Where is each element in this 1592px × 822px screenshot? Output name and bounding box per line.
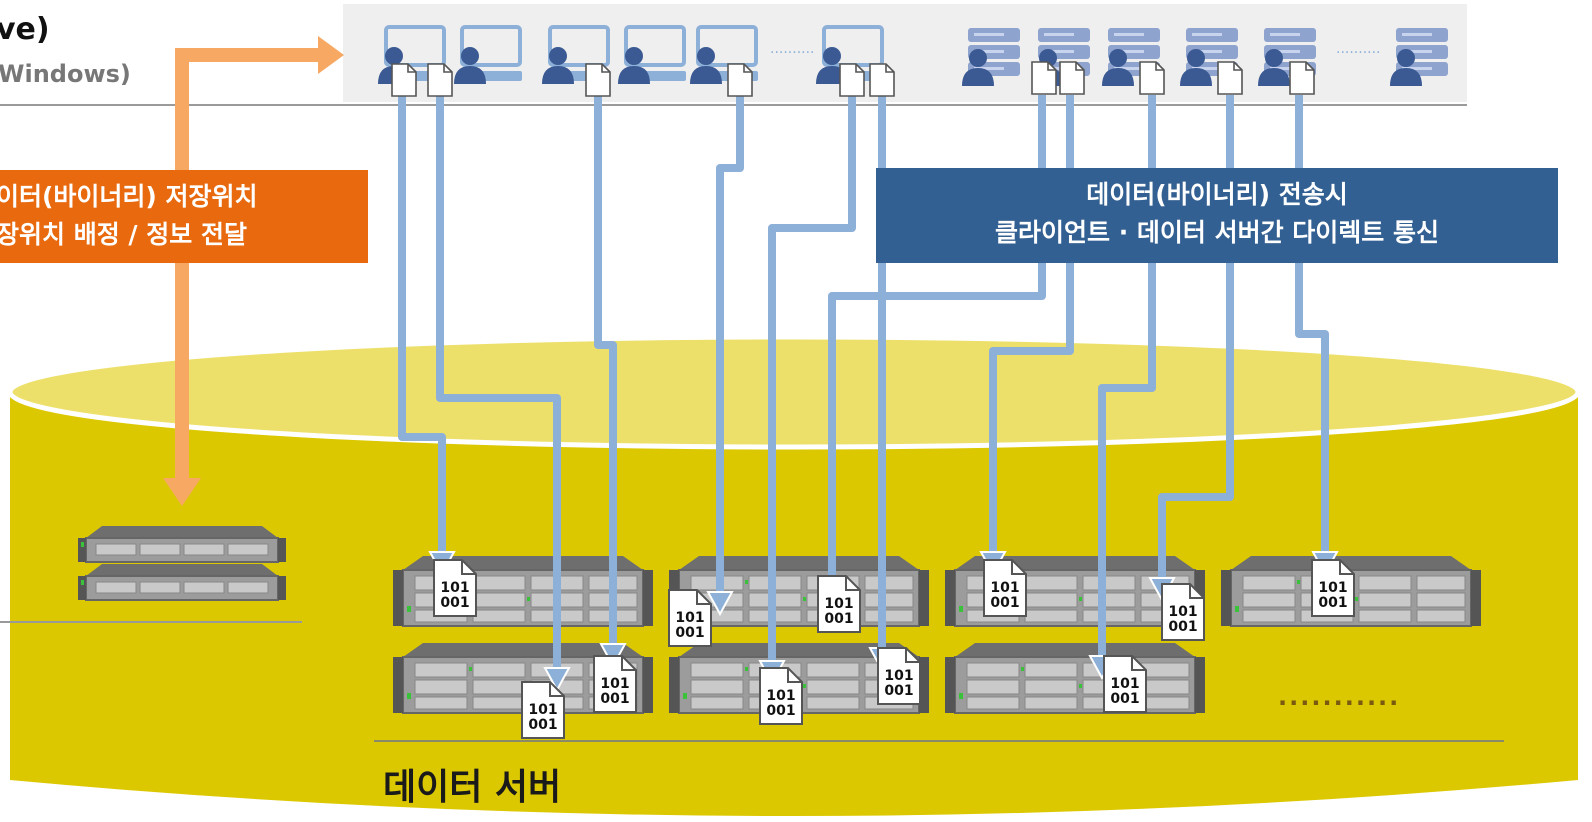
metadata-arrow-head-down [163,478,201,506]
file-badge-line2: 001 [766,703,795,719]
data-server-label: 데이터 서버 [383,767,562,808]
file-badge-line1: 101 [884,668,913,684]
transfer-callout-line1: 데이터(바이너리) 전송시 [1086,180,1348,209]
file-badge-line1: 101 [1110,676,1139,692]
file-badge-line2: 001 [1318,595,1347,611]
file-badge-line1: 101 [766,688,795,704]
file-badge-line2: 001 [600,691,629,707]
file-badge-line1: 101 [824,596,853,612]
file-badge-line1: 101 [528,702,557,718]
file-badge-line2: 001 [990,595,1019,611]
metadata-arrow-head-right [318,36,344,74]
metadata-callout: 이터(바이너리) 저장위치 장위치 배정 / 정보 전달 [0,170,368,263]
subtitle-fragment: Windows) [0,60,131,88]
file-badge-line2: 001 [528,717,557,733]
file-badge-line2: 001 [824,611,853,627]
file-badge-line1: 101 [1318,580,1347,596]
file-badge-line2: 001 [440,595,469,611]
client-ellipsis-right: ·········· [1336,45,1381,61]
metadata-arrow [175,48,320,482]
file-badge-line1: 101 [990,580,1019,596]
storage-pool-top [7,334,1581,450]
metadata-callout-line2: 장위치 배정 / 정보 전달 [0,220,247,249]
file-badges: 1010011010011010011010011010011010011010… [433,559,1355,739]
file-badge-line2: 001 [1168,619,1197,635]
file-badge-line2: 001 [1110,691,1139,707]
client-ellipsis-left: ·········· [770,45,815,61]
file-badge-line1: 101 [440,580,469,596]
file-badge-line1: 101 [600,676,629,692]
file-badge-line2: 001 [675,625,704,641]
transfer-callout: 데이터(바이너리) 전송시 클라이언트 · 데이터 서버간 다이렉트 통신 [876,168,1558,263]
file-badge-line1: 101 [1168,604,1197,620]
title-fragment: ve) [0,12,50,47]
file-badge-line1: 101 [675,610,704,626]
file-badge-line2: 001 [884,683,913,699]
metadata-server [77,525,287,601]
metadata-callout-line1: 이터(바이너리) 저장위치 [0,182,258,211]
transfer-callout-line2: 클라이언트 · 데이터 서버간 다이렉트 통신 [994,218,1440,247]
more-servers-ellipsis: ........... [1278,683,1401,711]
